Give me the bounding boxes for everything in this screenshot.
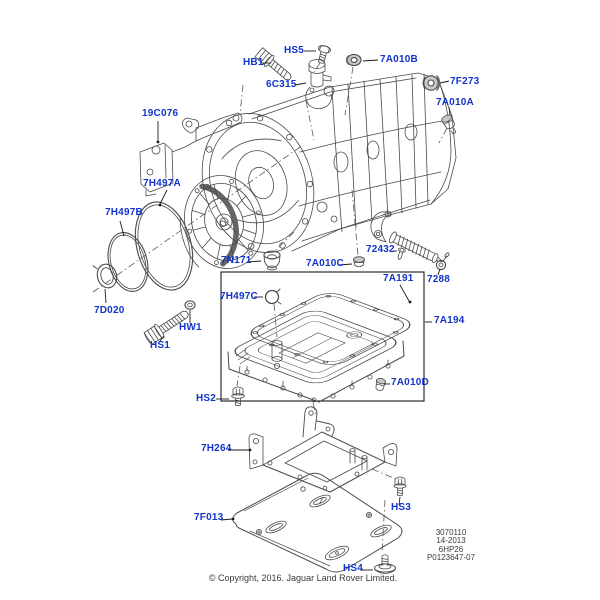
leader-lines (104, 50, 451, 571)
selector-shaft-art (370, 210, 443, 263)
grommet-7f273-art (422, 75, 441, 91)
bracket-7h264-art (248, 406, 398, 493)
part-label-7a194[interactable]: 7A194 (434, 315, 465, 326)
part-label-7h497b[interactable]: 7H497B (105, 207, 143, 218)
part-label-7a191[interactable]: 7A191 (383, 273, 414, 284)
part-label-hb1[interactable]: HB1 (243, 57, 264, 68)
oil-pan-7a194-art (227, 310, 405, 403)
part-label-hs1[interactable]: HS1 (150, 340, 171, 351)
part-label-7288[interactable]: 7288 (427, 274, 451, 285)
bolt-hs1-art (143, 310, 189, 345)
code-line-3: 6HP26 (438, 544, 464, 554)
part-label-7d020[interactable]: 7D020 (94, 305, 125, 316)
part-label-7n171[interactable]: 7N171 (221, 255, 252, 266)
part-label-7f013[interactable]: 7F013 (194, 512, 224, 523)
catalog-code-block: 3070110 14-2013 6HP26 P0123647-07 (405, 528, 497, 563)
code-line-4: P0123647-07 (426, 553, 476, 563)
grommet-7a010b-art (345, 53, 362, 67)
ring-7h497a-art (134, 201, 194, 291)
bolt-hb1-art (254, 47, 292, 81)
screw-72432-art (397, 247, 406, 261)
pan-detail-box (220, 271, 425, 402)
center-lines (92, 62, 448, 554)
seal-7288-art (435, 252, 450, 271)
part-label-hs5[interactable]: HS5 (284, 45, 305, 56)
transmission-case-art (248, 72, 457, 252)
ring-7h497b-art (107, 232, 149, 292)
bracket-19c076-art (139, 112, 243, 197)
part-label-19c076[interactable]: 19C076 (142, 108, 179, 119)
washer-hw1-art (184, 300, 196, 310)
grommet-7n171-art (263, 250, 281, 271)
part-label-6c315[interactable]: 6C315 (266, 79, 297, 90)
part-label-7f273[interactable]: 7F273 (450, 76, 480, 87)
breather-6c315-art (305, 59, 335, 110)
copyright-text: © Copyright, 2016. Jaguar Land Rover Lim… (208, 573, 398, 583)
part-label-7a010d[interactable]: 7A010D (391, 377, 429, 388)
code-line-1: 3070110 (435, 528, 467, 537)
bell-housing-art (201, 113, 315, 253)
plug-7a010c-art (353, 256, 365, 268)
bolt-hs3-art (393, 476, 407, 497)
code-line-2: 14-2013 (436, 536, 466, 546)
oring-7h497c-art (264, 288, 282, 305)
bolt-hs2-art (231, 386, 245, 407)
part-label-72432[interactable]: 72432 (366, 244, 395, 255)
part-label-7a010c[interactable]: 7A010C (306, 258, 344, 269)
skid-plate-7f013-art (232, 472, 403, 573)
part-label-7h264[interactable]: 7H264 (201, 443, 232, 454)
part-label-7a010b[interactable]: 7A010B (380, 54, 418, 65)
part-label-7a010a[interactable]: 7A010A (436, 97, 474, 108)
part-label-hs3[interactable]: HS3 (391, 502, 412, 513)
part-label-7h497c[interactable]: 7H497C (220, 291, 258, 302)
seal-7d020-art (92, 263, 118, 289)
part-label-hs4[interactable]: HS4 (343, 563, 364, 574)
plug-7a010d-art (375, 377, 386, 391)
plug-hs4-art (374, 554, 396, 574)
part-label-hw1[interactable]: HW1 (179, 322, 202, 333)
part-label-7h497a[interactable]: 7H497A (143, 178, 181, 189)
part-label-hs2[interactable]: HS2 (196, 393, 217, 404)
